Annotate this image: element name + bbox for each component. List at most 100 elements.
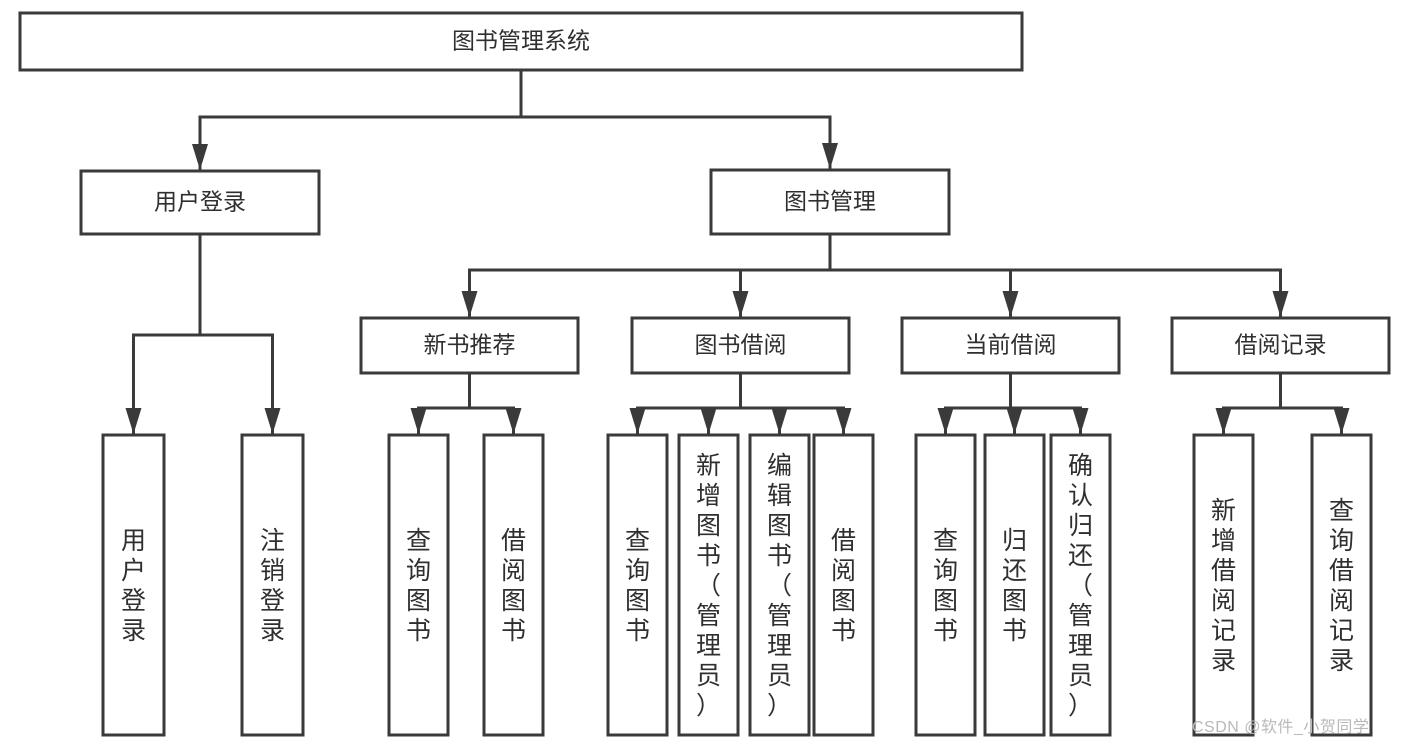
svg-text:书: 书: [501, 617, 526, 645]
node-box-leaf-bb-query: [606, 433, 669, 737]
svg-text:登: 登: [260, 587, 285, 615]
svg-text:用: 用: [121, 527, 146, 555]
node-label-book-borrow: 图书借阅: [695, 332, 787, 358]
connector-user-login: [125, 232, 281, 435]
svg-text:书: 书: [933, 617, 958, 645]
svg-text:增: 增: [696, 482, 721, 510]
svg-text:查: 查: [1329, 497, 1354, 525]
svg-text:记: 记: [1211, 617, 1236, 645]
node-label-borrow-record: 借阅记录: [1235, 332, 1327, 358]
node-box-current-borrow: [900, 316, 1121, 375]
node-leaf-user-login[interactable]: 用户登录: [101, 433, 166, 737]
svg-text:图: 图: [1002, 587, 1027, 615]
svg-text:记: 记: [1329, 617, 1354, 645]
node-label-leaf-user-login: 用户登录: [121, 527, 146, 645]
svg-text:录: 录: [121, 617, 146, 645]
svg-text:认: 认: [1068, 482, 1093, 510]
svg-text:图: 图: [767, 512, 792, 540]
svg-text:阅: 阅: [1211, 587, 1236, 615]
connector-layer: [125, 68, 1350, 435]
node-current-borrow[interactable]: 当前借阅: [900, 316, 1121, 375]
svg-text:确: 确: [1068, 452, 1093, 480]
node-box-leaf-cb-query: [914, 433, 977, 737]
node-label-root: 图书管理系统: [452, 28, 590, 54]
svg-text:）: ）: [696, 692, 721, 720]
svg-text:图: 图: [933, 587, 958, 615]
svg-text:书: 书: [406, 617, 431, 645]
node-borrow-record[interactable]: 借阅记录: [1170, 316, 1391, 375]
svg-text:阅: 阅: [831, 557, 856, 585]
svg-text:（: （: [1068, 572, 1093, 600]
node-layer: 图书管理系统用户登录图书管理新书推荐图书借阅当前借阅借阅记录用户登录注销登录查询…: [18, 11, 1391, 737]
svg-text:询: 询: [625, 557, 650, 585]
node-root[interactable]: 图书管理系统: [18, 11, 1024, 72]
svg-text:管: 管: [1068, 602, 1093, 630]
svg-text:还: 还: [1002, 557, 1027, 585]
svg-text:询: 询: [933, 557, 958, 585]
node-new-book-rec[interactable]: 新书推荐: [359, 316, 580, 375]
connector-borrow-record: [1215, 371, 1350, 435]
svg-text:编: 编: [767, 452, 792, 480]
node-user-login[interactable]: 用户登录: [79, 169, 321, 236]
node-box-user-login: [79, 169, 321, 236]
node-box-leaf-cb-confirm: [1049, 433, 1112, 737]
node-book-borrow[interactable]: 图书借阅: [630, 316, 851, 375]
node-label-book-manage: 图书管理: [784, 188, 876, 214]
node-box-leaf-br-query: [1310, 433, 1373, 737]
svg-text:图: 图: [501, 587, 526, 615]
node-box-leaf-user-logout: [240, 433, 305, 737]
node-box-borrow-record: [1170, 316, 1391, 375]
svg-text:销: 销: [260, 557, 285, 585]
node-box-leaf-rec-borrow: [482, 433, 545, 737]
svg-text:录: 录: [1211, 647, 1236, 675]
svg-text:（: （: [767, 572, 792, 600]
svg-text:登: 登: [121, 587, 146, 615]
svg-text:（: （: [696, 572, 721, 600]
node-box-leaf-rec-query: [387, 433, 450, 737]
svg-text:询: 询: [406, 557, 431, 585]
svg-text:书: 书: [625, 617, 650, 645]
svg-text:图: 图: [696, 512, 721, 540]
svg-text:还: 还: [1068, 542, 1093, 570]
svg-text:户: 户: [121, 557, 146, 585]
svg-text:员: 员: [767, 662, 792, 690]
svg-text:增: 增: [1211, 527, 1236, 555]
node-book-manage[interactable]: 图书管理: [709, 168, 951, 236]
connector-new-book-rec: [410, 371, 522, 435]
svg-text:查: 查: [406, 527, 431, 555]
svg-text:询: 询: [1329, 527, 1354, 555]
svg-text:借: 借: [831, 527, 856, 555]
svg-text:图: 图: [406, 587, 431, 615]
svg-text:管: 管: [767, 602, 792, 630]
connector-root: [192, 68, 838, 171]
connector-current-borrow: [937, 371, 1089, 435]
svg-text:录: 录: [260, 617, 285, 645]
svg-text:书: 书: [831, 617, 856, 645]
svg-text:阅: 阅: [1329, 587, 1354, 615]
node-label-new-book-rec: 新书推荐: [424, 332, 516, 358]
svg-text:图: 图: [831, 587, 856, 615]
svg-text:借: 借: [1211, 557, 1236, 585]
node-label-current-borrow: 当前借阅: [965, 332, 1057, 358]
svg-text:书: 书: [696, 542, 721, 570]
svg-text:）: ）: [1068, 692, 1093, 720]
